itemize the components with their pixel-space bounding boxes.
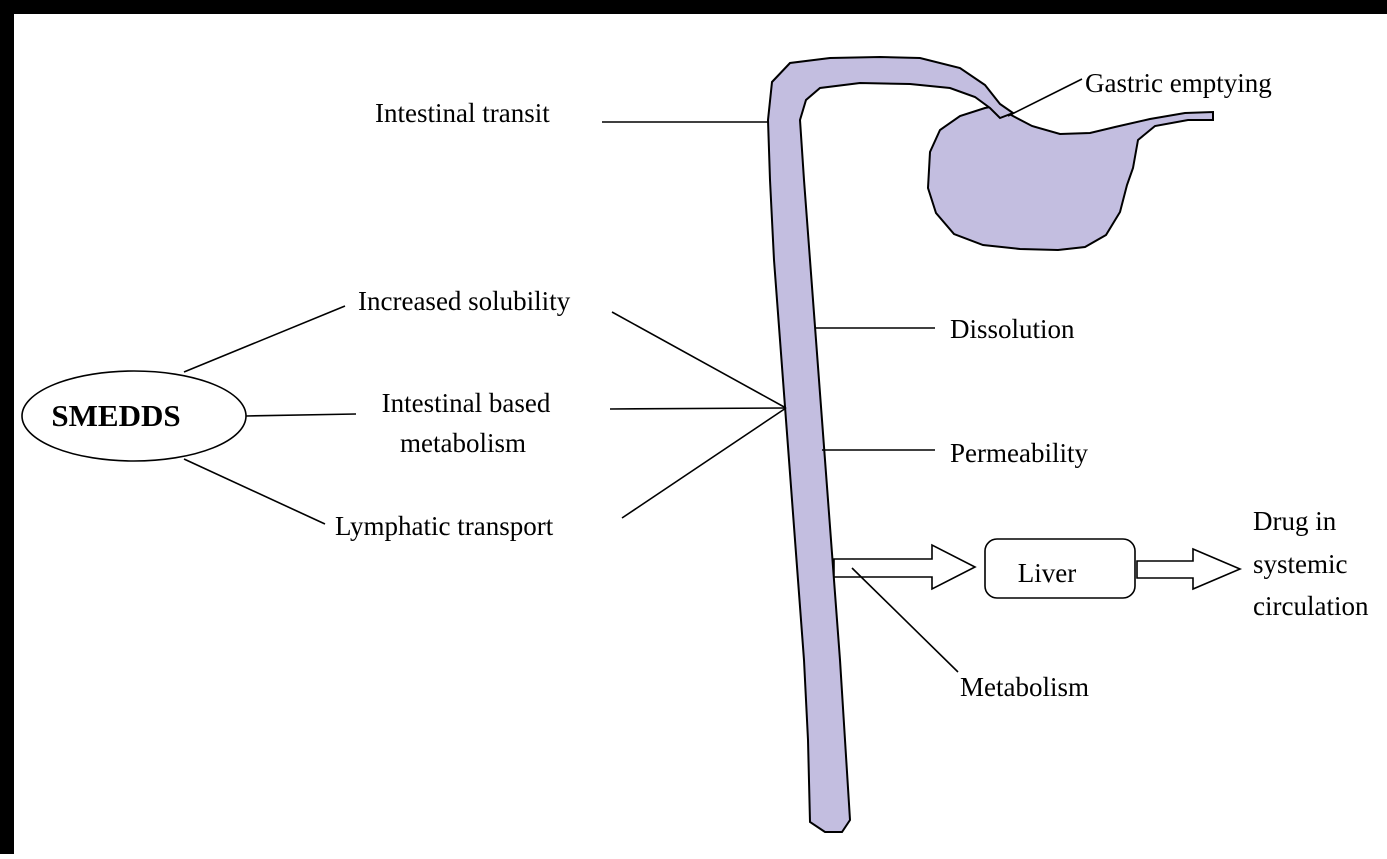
label-metabolism: Metabolism bbox=[960, 672, 1089, 702]
smedds-label: SMEDDS bbox=[51, 398, 180, 433]
label-permeability: Permeability bbox=[950, 438, 1088, 468]
mechanism-metabolism-line2: metabolism bbox=[400, 428, 526, 458]
mechanism-lymphatic-transport: Lymphatic transport bbox=[335, 511, 554, 541]
arrow-liver-systemic bbox=[1137, 549, 1240, 589]
output-line-2: systemic bbox=[1253, 549, 1348, 579]
connector-smedds-metabolism bbox=[246, 414, 356, 416]
arrow-intestine-liver bbox=[834, 545, 975, 589]
label-intestinal-transit: Intestinal transit bbox=[375, 98, 550, 128]
mechanism-intestinal-based: Intestinal based bbox=[382, 388, 551, 418]
mechanism-increased-solubility: Increased solubility bbox=[358, 286, 571, 316]
connector-smedds-lymphatic bbox=[184, 459, 325, 524]
output-line-3: circulation bbox=[1253, 591, 1369, 621]
connector-metabolism-intestine bbox=[610, 408, 786, 409]
liver-label: Liver bbox=[1018, 558, 1076, 588]
connector-lymphatic-intestine bbox=[622, 408, 786, 518]
stomach-shape bbox=[928, 106, 1213, 250]
leader-gastric-emptying bbox=[1008, 79, 1082, 116]
output-line-1: Drug in bbox=[1253, 506, 1337, 536]
connector-solubility-intestine bbox=[612, 312, 786, 408]
label-dissolution: Dissolution bbox=[950, 314, 1075, 344]
label-gastric-emptying: Gastric emptying bbox=[1085, 68, 1272, 98]
connector-smedds-solubility bbox=[184, 306, 345, 372]
